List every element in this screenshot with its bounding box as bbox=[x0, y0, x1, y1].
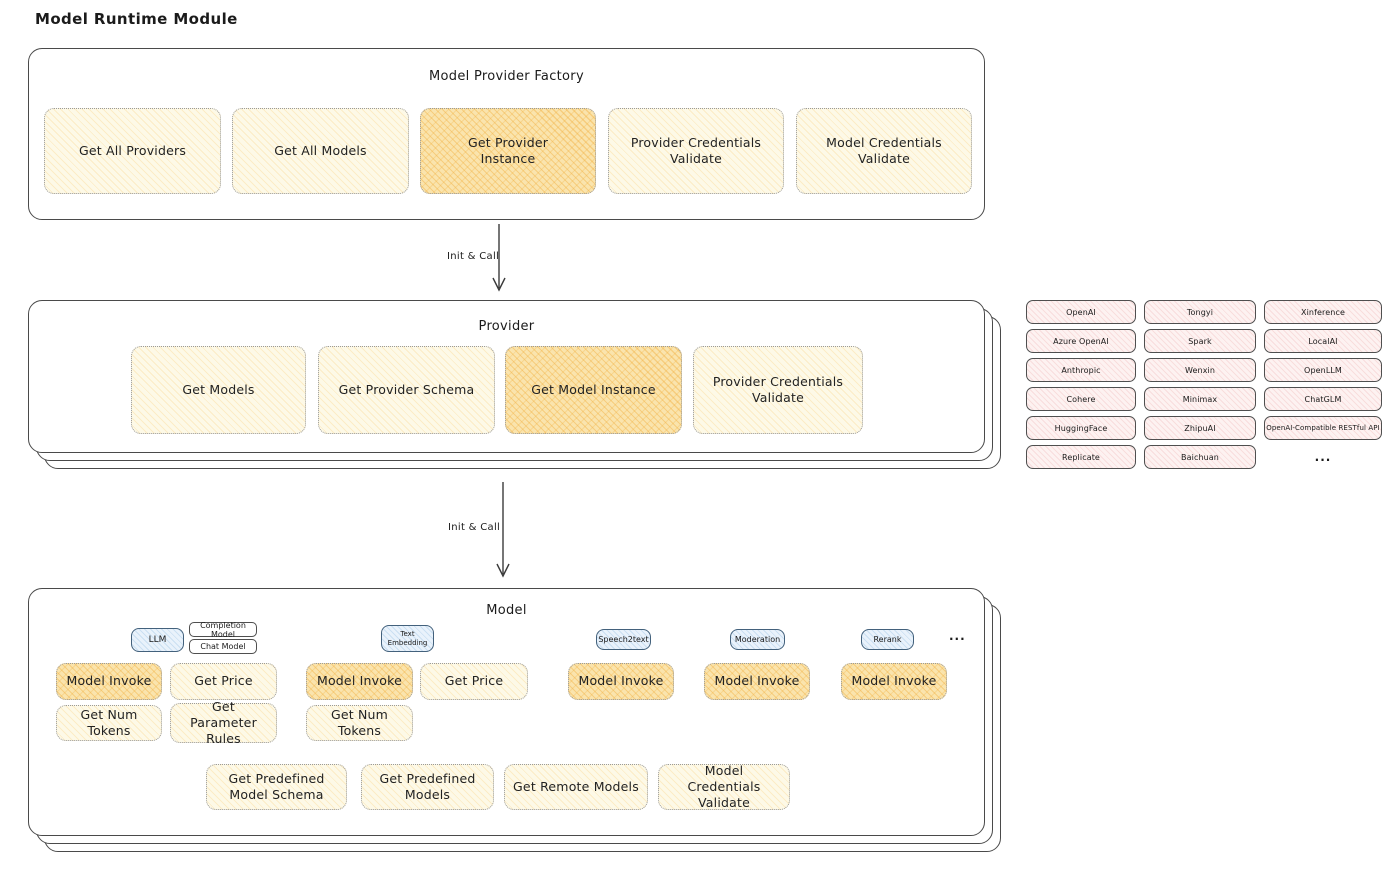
model-invoke-box-llm: Model Invoke bbox=[56, 663, 162, 700]
provider-box-get-models: Get Models bbox=[131, 346, 306, 434]
provider-chip-replicate: Replicate bbox=[1026, 445, 1136, 469]
get-price-box-llm: Get Price bbox=[170, 663, 277, 700]
provider-box-get-provider-schema: Get Provider Schema bbox=[318, 346, 495, 434]
get-price-box-text-embedding: Get Price bbox=[420, 663, 528, 700]
model-invoke-box-text-embedding: Model Invoke bbox=[306, 663, 413, 700]
provider-chip-openai-compatible: OpenAI-Compatible RESTful API bbox=[1264, 416, 1382, 440]
model-invoke-box-speech2text: Model Invoke bbox=[568, 663, 674, 700]
get-remote-models-box: Get Remote Models bbox=[504, 764, 648, 810]
provider-grid: OpenAI Tongyi Xinference Azure OpenAI Sp… bbox=[1026, 300, 1382, 469]
get-predefined-models-box: Get Predefined Models bbox=[361, 764, 494, 810]
provider-chip-localai: LocalAI bbox=[1264, 329, 1382, 353]
provider-box-get-model-instance: Get Model Instance bbox=[505, 346, 682, 434]
provider-chip-chatglm: ChatGLM bbox=[1264, 387, 1382, 411]
provider-chip-tongyi: Tongyi bbox=[1144, 300, 1256, 324]
model-tags-ellipsis: ... bbox=[949, 629, 966, 643]
tag-speech2text: Speech2text bbox=[596, 629, 651, 650]
provider-chip-openllm: OpenLLM bbox=[1264, 358, 1382, 382]
factory-box-get-provider-instance: Get Provider Instance bbox=[420, 108, 596, 194]
factory-box-model-credentials-validate: Model Credentials Validate bbox=[796, 108, 972, 194]
factory-box-get-all-models: Get All Models bbox=[232, 108, 409, 194]
provider-box-provider-credentials-validate: Provider Credentials Validate bbox=[693, 346, 863, 434]
init-call-arrow-icon bbox=[496, 482, 510, 578]
provider-chip-openai: OpenAI bbox=[1026, 300, 1136, 324]
providers-ellipsis: ... bbox=[1314, 450, 1332, 464]
tag-moderation: Moderation bbox=[730, 629, 785, 650]
factory-box-get-all-providers: Get All Providers bbox=[44, 108, 221, 194]
provider-chip-zhipuai: ZhipuAI bbox=[1144, 416, 1256, 440]
tag-chat-model: Chat Model bbox=[189, 639, 257, 654]
provider-chip-huggingface: HuggingFace bbox=[1026, 416, 1136, 440]
get-predefined-model-schema-box: Get Predefined Model Schema bbox=[206, 764, 347, 810]
get-num-tokens-box-llm: Get Num Tokens bbox=[56, 705, 162, 741]
factory-panel: Model Provider Factory Get All Providers… bbox=[28, 48, 985, 220]
tag-completion-model: Completion Model bbox=[189, 621, 257, 639]
provider-chip-anthropic: Anthropic bbox=[1026, 358, 1136, 382]
provider-chip-xinference: Xinference bbox=[1264, 300, 1382, 324]
get-num-tokens-box-text-embedding: Get Num Tokens bbox=[306, 705, 413, 741]
tag-rerank: Rerank bbox=[861, 629, 914, 650]
model-credentials-validate-box: Model Credentials Validate bbox=[658, 763, 790, 810]
page-title: Model Runtime Module bbox=[35, 10, 238, 28]
model-panel: Model LLM Completion Model Chat Model Te… bbox=[28, 588, 985, 836]
init-call-label: Init & Call bbox=[448, 522, 501, 533]
model-title: Model bbox=[486, 603, 527, 618]
provider-title: Provider bbox=[478, 319, 535, 334]
init-call-label: Init & Call bbox=[447, 251, 500, 262]
provider-chip-baichuan: Baichuan bbox=[1144, 445, 1256, 469]
factory-box-provider-credentials-validate: Provider Credentials Validate bbox=[608, 108, 784, 194]
init-call-arrow-icon bbox=[492, 224, 506, 292]
provider-chip-azure-openai: Azure OpenAI bbox=[1026, 329, 1136, 353]
tag-text-embedding: Text Embedding bbox=[381, 625, 434, 652]
model-invoke-box-rerank: Model Invoke bbox=[841, 663, 947, 700]
model-invoke-box-moderation: Model Invoke bbox=[704, 663, 810, 700]
provider-chip-minimax: Minimax bbox=[1144, 387, 1256, 411]
factory-title: Model Provider Factory bbox=[429, 69, 584, 84]
provider-chip-spark: Spark bbox=[1144, 329, 1256, 353]
provider-chip-wenxin: Wenxin bbox=[1144, 358, 1256, 382]
provider-panel: Provider Get Models Get Provider Schema … bbox=[28, 300, 985, 453]
get-parameter-rules-box: Get Parameter Rules bbox=[170, 699, 277, 746]
provider-chip-cohere: Cohere bbox=[1026, 387, 1136, 411]
tag-llm: LLM bbox=[131, 628, 184, 652]
